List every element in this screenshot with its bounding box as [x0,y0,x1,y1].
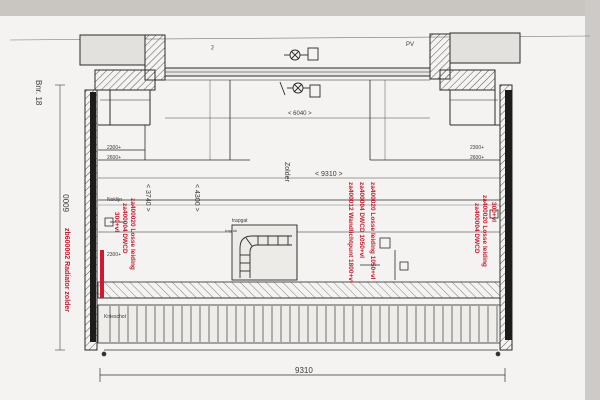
level-2300-a: 2300+ [107,145,122,151]
left-annotation-line-1: za400020 Losse leiding [129,198,136,270]
level-2600-a: 2600+ [107,155,122,161]
left-annotation-line-3: 300+vl [113,212,120,233]
dimension-left [55,84,65,351]
roof-lines [98,80,500,233]
upper-band [164,67,431,81]
radiator-mark [100,250,104,298]
dimension-bottom-label: 9310 [295,366,313,375]
level-2300-c: 2300+ [107,252,122,258]
dimension-total-label: < 9310 > [315,171,343,178]
radiator-code: zb600002 Radiator zolder [63,228,70,313]
side-ref: Bnr. 18 [34,80,43,106]
socket-symbols [104,209,499,280]
mid-annotation-line-2: za400004 DWCD 1050+vl [358,182,365,259]
dimension-upper-label: < 6040 > [288,111,312,117]
dimension-bottom [99,349,506,382]
dimension-mid-label: < 4300 > [193,184,200,212]
dimension-left-label: < 3740 > [144,184,151,212]
level-2600-b: 2600+ [470,155,485,161]
left-annotation-line-2: za400004 DWCD [121,203,128,254]
level-2300-b: 2300+ [470,145,485,151]
installation-symbols [279,47,321,98]
room-name: Zolder [283,162,290,182]
staircase [231,224,298,281]
height-dimension: 6000 [62,194,71,212]
mid-annotation-line-3: za400012 Wandlichtpunt 1800+vl [347,182,354,283]
mid-annotation-line-1: za400020 Losse leiding 1050+vl [369,182,376,280]
stair-label: trapgat [232,218,248,224]
pv-label-upper: PV [210,45,215,51]
right-annotation-line-2: za400004 DWCD [473,203,480,254]
right-annotation-line-3: 300+vl [490,202,497,223]
stair-arrow-label: trapluk [225,228,238,233]
outer-walls [84,84,513,351]
nok-line-label: Noklijn [107,197,123,203]
pv-label: PV [406,42,415,48]
upper-wall-blocks [79,32,521,126]
knieschot-label: Knieschot [104,314,126,320]
right-annotation-line-1: za400020 Losse leiding [481,195,488,267]
rafter-lines [109,306,498,342]
